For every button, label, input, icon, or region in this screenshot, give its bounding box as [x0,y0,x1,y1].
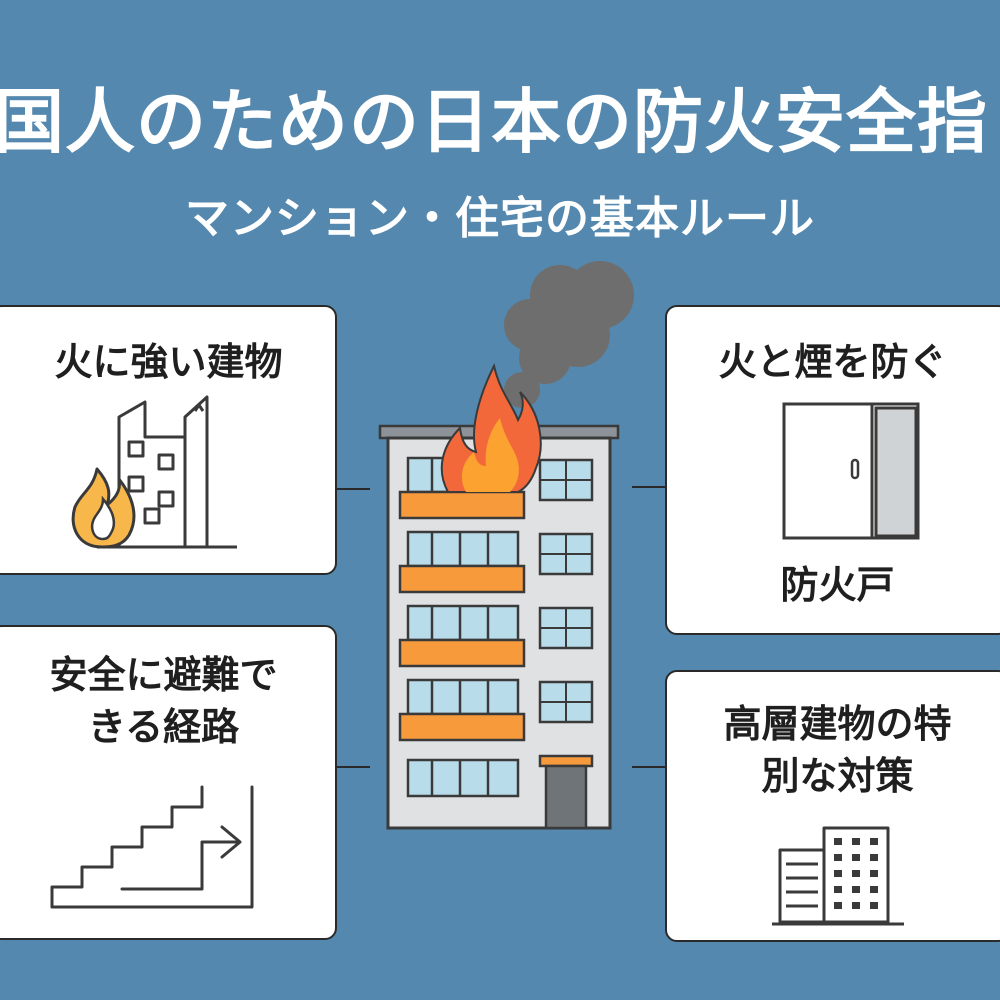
card-evacuation-title: 安全に避難できる経路 [49,653,278,749]
burning-building-icon [71,395,237,549]
stairs-exit-icon [50,785,254,909]
connector-line [632,766,665,768]
card-smoke-prevention-title: 火と煙を防ぐ [718,340,947,384]
burning-apartment-illustration [378,261,634,830]
smoke-cloud [493,261,634,432]
page-subtitle: マンション・住宅の基本ルール [185,193,815,244]
high-rise-building-icon [772,826,904,926]
card-smoke-prevention: 火と煙を防ぐ 防火戸 [665,305,1000,635]
card-high-rise: 高層建物の特別な対策 [665,670,1000,942]
card-high-rise-title: 高層建物の特別な対策 [723,702,952,798]
card-fire-resistant: 火に強い建物 [0,305,337,575]
connector-line [337,766,370,768]
connector-line [337,488,370,490]
connector-line [632,486,665,488]
card-fire-resistant-title: 火に強い建物 [54,340,283,384]
page-title: 国人のための日本の防火安全指 [0,81,988,163]
fire-door-icon [782,402,920,540]
card-evacuation: 安全に避難できる経路 [0,625,337,940]
fire-door-caption: 防火戸 [780,563,895,607]
